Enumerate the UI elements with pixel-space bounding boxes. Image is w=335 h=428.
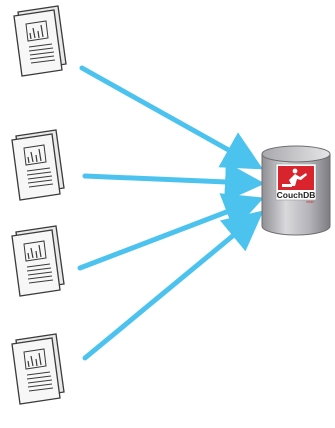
document-icon xyxy=(11,225,65,297)
arrow-doc-4 xyxy=(82,210,264,361)
arrow-doc-1 xyxy=(79,65,264,170)
couchdb-logo-subtext: relax xyxy=(306,200,314,204)
document-icon xyxy=(11,333,65,405)
arrow-doc-2 xyxy=(82,161,265,202)
couchdb-database-icon: CouchDB relax xyxy=(261,145,331,236)
couchdb-logo-text: CouchDB xyxy=(277,190,316,200)
couch-figure-icon xyxy=(282,168,307,187)
document-icon xyxy=(11,129,65,201)
document-icon xyxy=(13,5,67,77)
couchdb-logo: CouchDB relax xyxy=(275,163,317,204)
arrow-doc-3 xyxy=(77,193,265,271)
